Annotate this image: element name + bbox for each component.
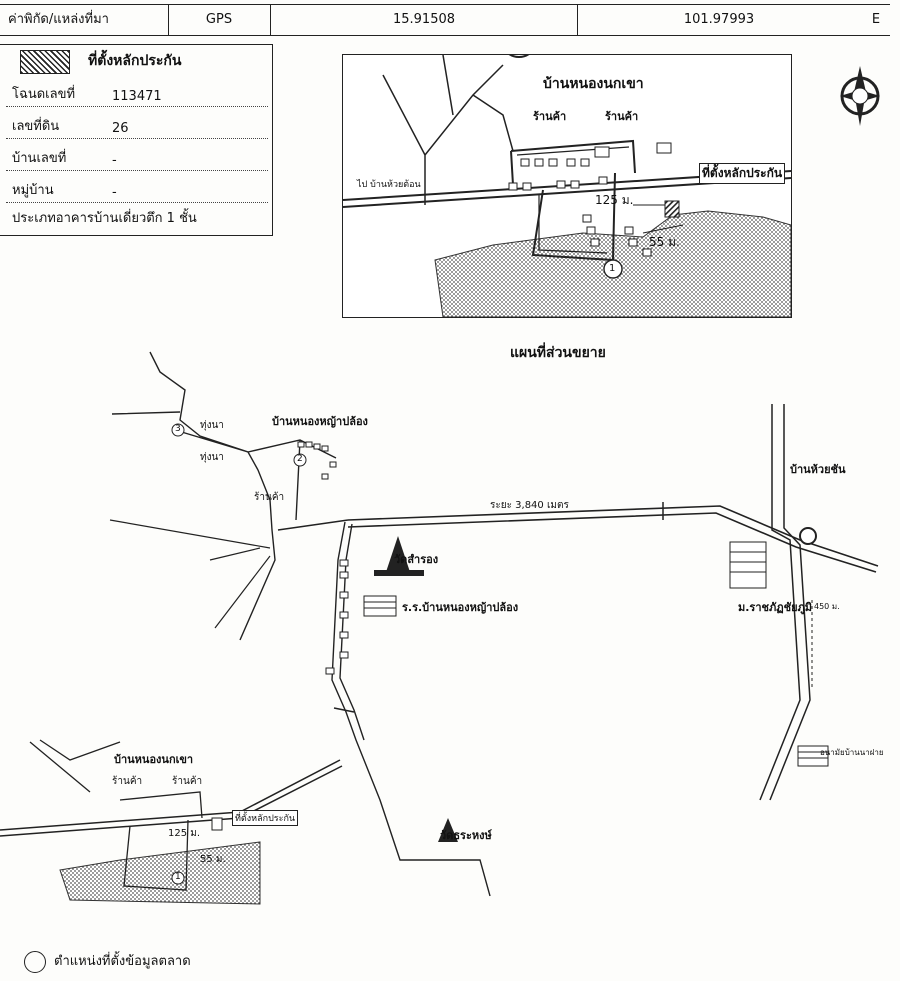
coord-source-value: GPS xyxy=(168,5,271,35)
label-collateral-bottom: ที่ตั้งหลักประกัน xyxy=(232,810,299,826)
label-shop-top: ร้านค้า xyxy=(254,492,285,503)
market-data-legend-label: ตำแหน่งที่ตั้งข้อมูลตลาด xyxy=(54,954,191,969)
deed-number-row: โฉนดเลขที่ 113471 xyxy=(6,82,268,107)
inset-distance-55: 55 ม. xyxy=(649,235,680,249)
bottom-field-area xyxy=(59,841,261,905)
label-village-top: บ้านหนองหญ้าปล้อง xyxy=(272,415,368,428)
inset-marker-circle xyxy=(603,259,623,279)
coordinates-header: ค่าพิกัด/แหล่งที่มา GPS 15.91508 101.979… xyxy=(0,4,890,36)
inset-distance-125: 125 ม. xyxy=(595,193,634,207)
inset-map-drawing xyxy=(343,55,791,317)
north-arrow-icon xyxy=(508,55,530,58)
land-number-value: 26 xyxy=(112,121,129,136)
building-type-row: ประเภทอาคาร บ้านเดี่ยวตึก 1 ชั้น xyxy=(6,206,268,230)
label-field-2: ทุ่งนา xyxy=(200,452,224,463)
label-school: ร.ร.บ้านหนองหญ้าปล้อง xyxy=(402,601,519,614)
roundabout-icon xyxy=(799,527,817,545)
collateral-hatch-swatch xyxy=(20,50,70,74)
land-number-label: เลขที่ดิน xyxy=(12,119,60,134)
hemisphere-value: E xyxy=(871,12,881,27)
deed-number-value: 113471 xyxy=(112,89,162,104)
land-number-row: เลขที่ดิน 26 xyxy=(6,114,268,139)
property-info-box xyxy=(0,44,273,236)
inset-village-roads xyxy=(510,139,636,262)
inset-shop-2: ร้านค้า xyxy=(605,110,639,123)
label-shop-a: ร้านค้า xyxy=(112,776,143,787)
coord-source-label: ค่าพิกัด/แหล่งที่มา xyxy=(0,5,169,35)
label-temple-2: วัดธระหงษ์ xyxy=(440,829,492,842)
deed-number-label: โฉนดเลขที่ xyxy=(12,87,76,102)
inset-road-direction: ไป บ้านห้วยต้อน xyxy=(357,180,421,190)
inset-collateral-plot xyxy=(664,200,680,218)
label-distance-125: 125 ม. xyxy=(168,828,201,839)
longitude-value: 101.97993 xyxy=(683,12,755,27)
village-value: - xyxy=(112,185,117,200)
house-number-label: บ้านเลขที่ xyxy=(12,151,67,166)
inset-map-title: บ้านหนองนกเขา xyxy=(543,76,644,92)
latitude-value: 15.91508 xyxy=(271,5,578,35)
university-building-icon xyxy=(729,541,767,589)
main-map-title: แผนที่ส่วนขยาย xyxy=(510,345,606,361)
label-distance-55: 55 ม. xyxy=(200,854,226,865)
label-marker-1: 1 xyxy=(175,872,181,882)
label-temple-1: วัดสำรอง xyxy=(394,553,439,566)
label-village-bottom: บ้านหนองนกเขา xyxy=(114,753,194,766)
label-village-right: บ้านห้วยชัน xyxy=(790,463,846,476)
village-row: หมู่บ้าน - xyxy=(6,178,268,203)
house-number-value: - xyxy=(112,153,117,168)
compass-icon xyxy=(840,66,880,126)
label-university: ม.ราชภัฏชัยภูมิ xyxy=(738,601,813,614)
market-data-circle-icon xyxy=(24,950,46,973)
village-label: หมู่บ้าน xyxy=(12,183,54,198)
label-marker-3: 3 xyxy=(175,424,181,434)
collateral-legend-label: ที่ตั้งหลักประกัน xyxy=(88,53,182,69)
label-hospital: อนามัยบ้านนาฝาย xyxy=(820,748,884,757)
label-road-distance: ระยะ 3,840 เมตร xyxy=(490,500,569,511)
label-shop-b: ร้านค้า xyxy=(172,776,203,787)
inset-marker-number: 1 xyxy=(609,263,616,274)
inset-collateral-tag: ที่ตั้งหลักประกัน xyxy=(699,163,786,184)
house-number-row: บ้านเลขที่ - xyxy=(6,146,268,171)
school-building-icon xyxy=(363,595,397,617)
inset-location-map: บ้านหนองนกเขา ร้านค้า ร้านค้า ไป บ้านห้ว… xyxy=(342,54,792,318)
label-field-1: ทุ่งนา xyxy=(200,420,224,431)
inset-shop-1: ร้านค้า xyxy=(533,110,567,123)
village-north-roads xyxy=(111,351,349,641)
label-marker-2: 2 xyxy=(297,454,303,464)
label-distance-450: 450 ม. xyxy=(814,602,840,611)
building-type-label: ประเภทอาคาร xyxy=(12,211,94,226)
inset-houses xyxy=(508,142,672,257)
houses-group xyxy=(297,441,349,675)
building-type-value: บ้านเดี่ยวตึก 1 ชั้น xyxy=(94,211,197,226)
market-data-legend: ตำแหน่งที่ตั้งข้อมูลตลาด xyxy=(24,950,191,973)
